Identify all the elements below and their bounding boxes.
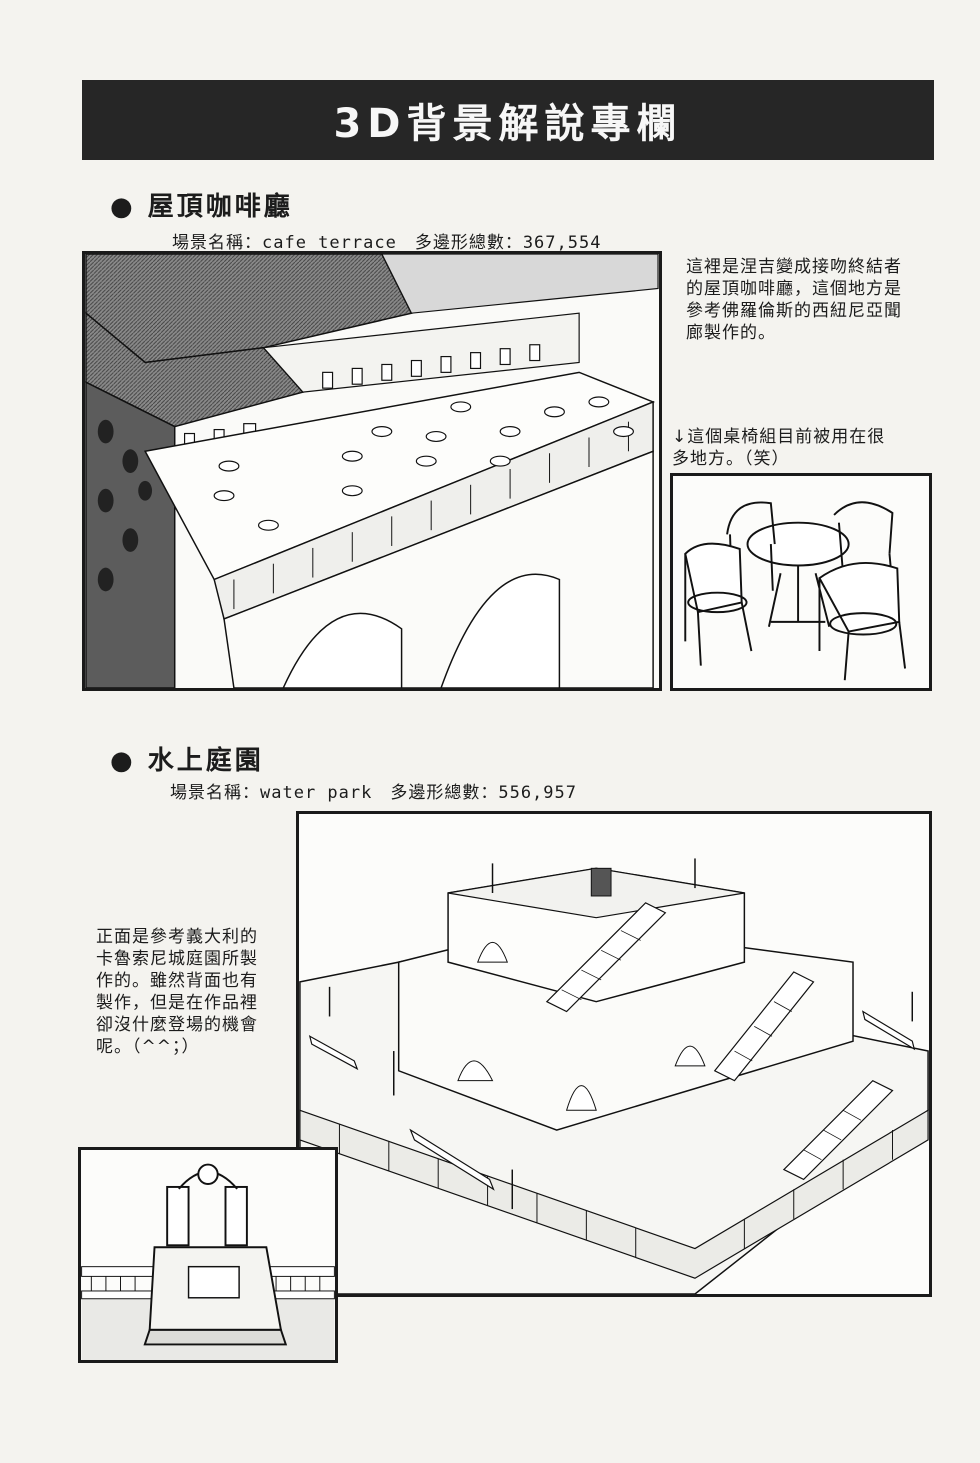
cafe-terrace-render xyxy=(82,251,662,691)
section-title-cafe-terrace: ● 屋頂咖啡廳 xyxy=(110,192,293,222)
section-meta-water-park: 場景名稱：water park 多邊形總數：556,957 xyxy=(170,783,577,803)
section-title-water-park: ● 水上庭園 xyxy=(110,746,264,776)
note-line: 卡魯索尼城庭園所製 xyxy=(96,949,258,969)
note-line: 的屋頂咖啡廳，這個地方是 xyxy=(686,279,902,299)
note-line: 這裡是涅吉變成接吻終結者 xyxy=(686,257,902,277)
page-banner: 3D背景解說專欄 xyxy=(82,80,934,160)
note-line: 製作，但是在作品裡 xyxy=(96,993,258,1013)
note-line: 作的。雖然背面也有 xyxy=(96,971,258,991)
note-line: 卻沒什麼登場的機會 xyxy=(96,1015,258,1035)
water-park-render xyxy=(296,811,932,1297)
note-line: 多地方。（笑） xyxy=(672,449,790,469)
note-line: 正面是參考義大利的 xyxy=(96,927,258,947)
statue-illustration xyxy=(81,1150,335,1360)
water-park-illustration xyxy=(299,814,929,1294)
section-meta-cafe-terrace: 場景名稱：cafe terrace 多邊形總數：367,554 xyxy=(172,233,602,253)
cafe-terrace-illustration xyxy=(85,254,659,688)
cafe-terrace-note: 這裡是涅吉變成接吻終結者 的屋頂咖啡廳，這個地方是 參考佛羅倫斯的西紐尼亞聞 廊… xyxy=(686,256,936,344)
water-park-note: 正面是參考義大利的 卡魯索尼城庭園所製 作的。雖然背面也有 製作，但是在作品裡 … xyxy=(96,926,291,1058)
table-set-render xyxy=(670,473,932,691)
note-line: 廊製作的。 xyxy=(686,323,776,343)
note-line: 呢。（^^；） xyxy=(96,1037,200,1057)
statue-render xyxy=(78,1147,338,1363)
banner-title: 3D背景解說專欄 xyxy=(333,101,683,147)
table-chairs-illustration xyxy=(673,476,929,688)
note-line: ↓這個桌椅組目前被用在很 xyxy=(672,427,886,447)
note-line: 參考佛羅倫斯的西紐尼亞聞 xyxy=(686,301,902,321)
table-set-note: ↓這個桌椅組目前被用在很 多地方。（笑） xyxy=(672,426,932,470)
